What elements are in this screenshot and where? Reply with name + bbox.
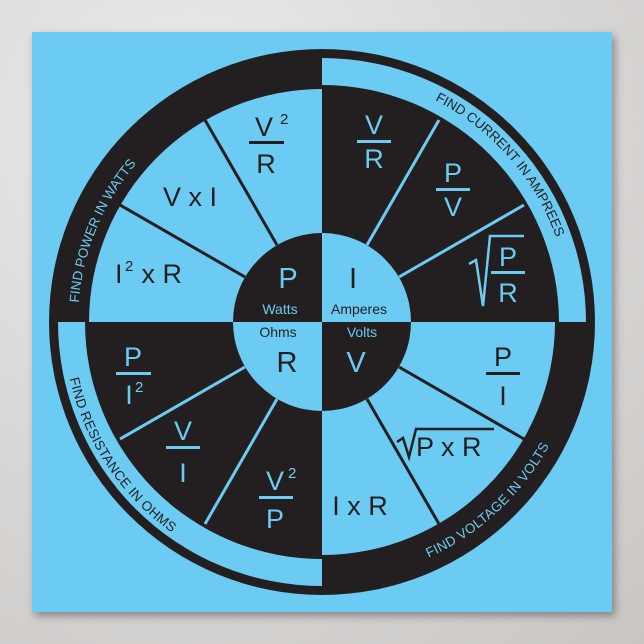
formula-p-over-i: P I [486, 342, 520, 411]
spoke [365, 398, 441, 525]
svg-text:2: 2 [125, 258, 133, 275]
spoke [119, 203, 246, 279]
formula-p-over-i2: P I 2 [116, 342, 151, 410]
formula-p-over-v: P V [436, 158, 470, 222]
formula-sqrt-p-over-r: P R [468, 234, 525, 308]
current-unit: Amperes [331, 301, 387, 317]
svg-text:P: P [266, 504, 284, 534]
svg-text:P x R: P x R [416, 432, 482, 462]
resistance-unit: Ohms [259, 324, 296, 340]
svg-text:I: I [115, 259, 123, 289]
current-symbol: I [349, 263, 357, 295]
svg-text:I: I [125, 380, 133, 410]
svg-text:V: V [365, 110, 383, 140]
svg-text:R: R [256, 149, 276, 179]
power-symbol: P [278, 263, 297, 295]
spoke [203, 119, 279, 246]
svg-text:P: P [444, 158, 462, 188]
fraction-bar [357, 140, 391, 143]
svg-text:2: 2 [288, 465, 296, 482]
voltage-symbol: V [346, 347, 366, 379]
svg-text:R: R [498, 278, 518, 308]
fraction-bar [116, 372, 151, 375]
svg-text:P: P [494, 342, 512, 372]
svg-text:P: P [124, 342, 142, 372]
spoke [203, 398, 279, 525]
svg-text:I: I [499, 381, 507, 411]
ring-band-current [322, 58, 586, 322]
voltage-unit: Volts [347, 324, 377, 340]
square-root-icon [468, 234, 524, 307]
svg-text:R: R [364, 144, 384, 174]
spoke [398, 365, 525, 441]
formula-i-times-r: I x R [332, 491, 388, 521]
svg-text:V: V [266, 466, 284, 496]
fraction-bar [259, 496, 293, 499]
fraction-bar [491, 271, 525, 274]
svg-text:x R: x R [134, 259, 182, 289]
center-power [233, 233, 322, 322]
svg-text:V: V [255, 112, 273, 142]
fraction-bar [249, 141, 284, 144]
svg-text:V: V [174, 416, 192, 446]
formula-v-over-r: V R [357, 110, 391, 174]
formula-v2-over-r: V 2 R [249, 111, 288, 179]
formula-sqrt-p-times-r: P x R [396, 427, 494, 462]
fraction-bar [436, 188, 470, 191]
resistance-symbol: R [277, 347, 298, 379]
svg-text:2: 2 [280, 111, 288, 128]
formula-v-over-i: V I [166, 416, 200, 488]
ohms-law-poster: P Watts I Amperes Ohms R Volts V FIND PO… [32, 32, 612, 612]
ring-band-resistance [58, 322, 322, 586]
center-voltage [322, 322, 411, 411]
spoke [119, 365, 246, 441]
ohms-law-wheel: P Watts I Amperes Ohms R Volts V FIND PO… [32, 32, 612, 612]
formula-i2-times-r: I 2 x R [115, 258, 182, 289]
fraction-bar [486, 372, 520, 375]
formula-v-times-i: V x I [163, 182, 217, 212]
power-unit: Watts [262, 301, 297, 317]
svg-text:2: 2 [135, 379, 143, 396]
spoke [398, 203, 525, 279]
spoke [365, 119, 441, 246]
svg-text:V: V [444, 192, 462, 222]
svg-text:I: I [179, 458, 187, 488]
formula-v2-over-p: V 2 P [259, 465, 296, 534]
square-root-icon [396, 427, 494, 462]
fraction-bar [166, 446, 200, 449]
svg-text:P: P [499, 242, 517, 272]
